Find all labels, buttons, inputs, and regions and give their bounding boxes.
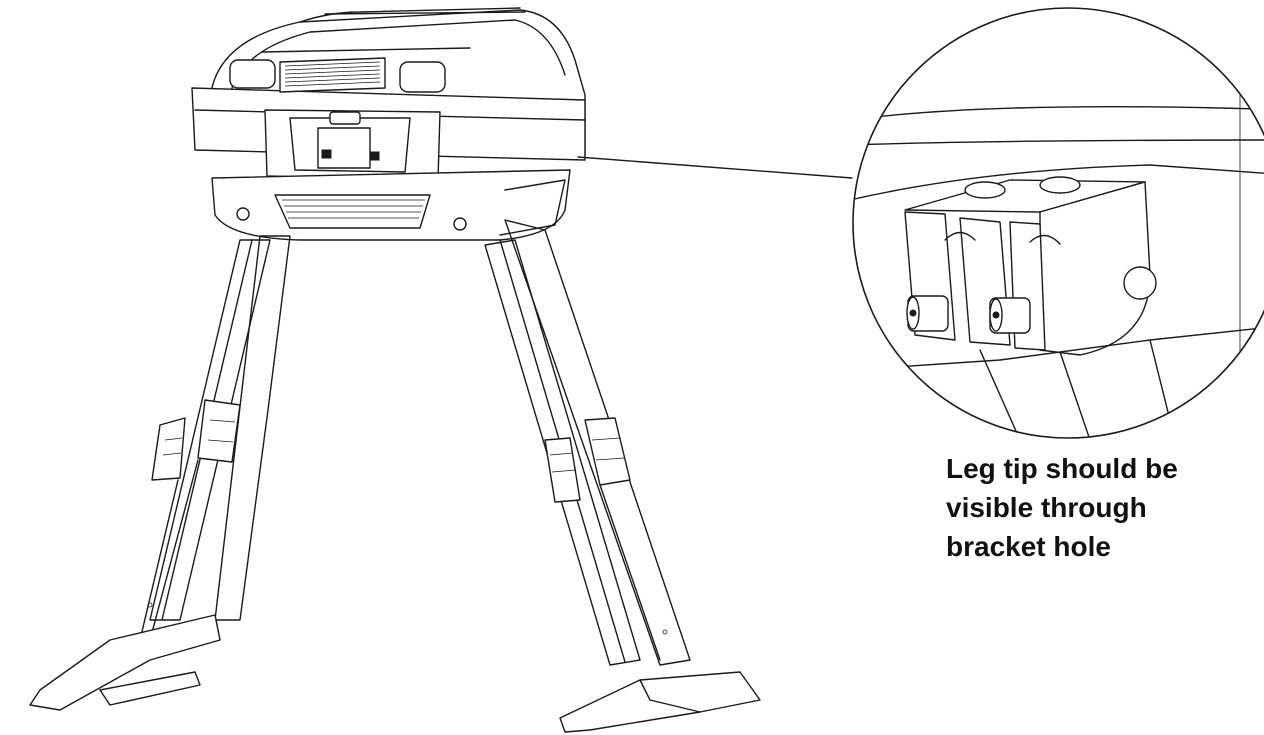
bracket-hole bbox=[1123, 266, 1157, 300]
control-panel bbox=[264, 109, 441, 181]
bolt-right bbox=[453, 217, 467, 231]
left-leg bbox=[29, 235, 291, 711]
lid-handle-left bbox=[229, 59, 276, 89]
grill-body bbox=[191, 7, 586, 181]
bolt-left bbox=[236, 207, 250, 221]
leader-line bbox=[577, 156, 853, 179]
lid-vent bbox=[279, 57, 386, 93]
base-shroud bbox=[211, 169, 571, 241]
detail-magnifier bbox=[852, 7, 1264, 439]
leg-tips bbox=[904, 211, 1061, 351]
callout-text: Leg tip should be visible through bracke… bbox=[946, 449, 1246, 566]
lid-handle-right bbox=[399, 61, 446, 93]
left-foot bbox=[29, 614, 221, 711]
callout-line-2: visible through bbox=[946, 492, 1147, 523]
right-leg bbox=[484, 219, 761, 733]
callout-line-1: Leg tip should be bbox=[946, 453, 1178, 484]
callout-line-3: bracket hole bbox=[946, 531, 1111, 562]
